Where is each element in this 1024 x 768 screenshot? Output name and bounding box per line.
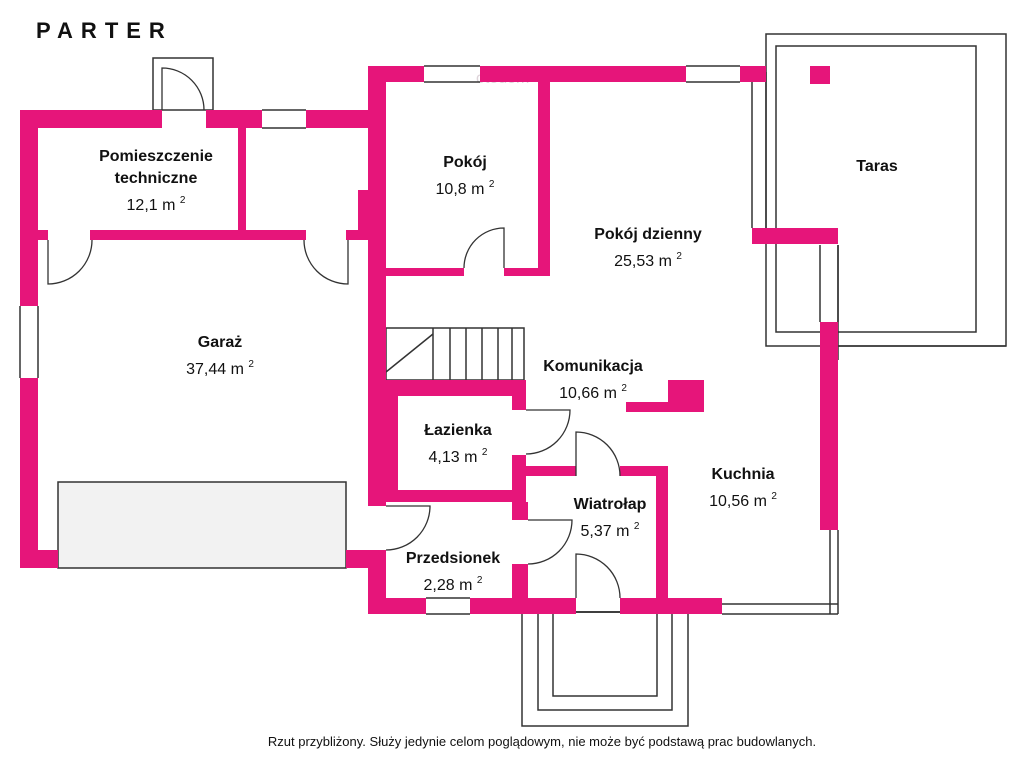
room-label-wiatrolap: Wiatrołap 5,37 m 2	[558, 494, 662, 543]
room-name: Przedsionek	[405, 550, 501, 567]
area-exponent: 2	[771, 491, 777, 502]
room-area: 5,37 m	[580, 523, 630, 540]
room-label-kuchnia: Kuchnia 10,56 m 2	[688, 464, 798, 513]
room-name: Komunikacja	[543, 358, 643, 375]
room-label-technical: Pomieszczenie techniczne 12,1 m 2	[86, 146, 226, 217]
lazienka-door	[525, 409, 571, 455]
tech-outer-door	[161, 67, 205, 111]
room-name: Taras	[856, 158, 898, 175]
room-area: 25,53 m	[614, 253, 672, 270]
room-label-pokoj-dzienny: Pokój dzienny 25,53 m 2	[578, 224, 718, 273]
wiatrolap-door-side	[527, 519, 573, 565]
przedsionek-door	[385, 505, 431, 551]
room-area: 37,44 m	[186, 361, 244, 378]
room-area: 10,56 m	[709, 493, 767, 510]
area-exponent: 2	[248, 359, 254, 370]
room-area: 10,8 m	[435, 181, 485, 198]
room-label-komunikacja: Komunikacja 10,66 m 2	[528, 356, 658, 405]
plan-lines	[19, 33, 1007, 727]
room-label-garaz: Garaż 37,44 m 2	[160, 332, 280, 381]
room-label-przedsionek: Przedsionek 2,28 m 2	[396, 548, 510, 597]
terrace-outline	[765, 33, 1007, 347]
door-swings	[47, 67, 621, 599]
room-name: Wiatrołap	[573, 496, 647, 513]
room-name: Łazienka	[424, 422, 492, 439]
area-exponent: 2	[488, 179, 495, 190]
room-name: Pokój dzienny	[594, 226, 702, 243]
pokoj-door	[463, 227, 505, 269]
room-area: 2,28 m	[423, 577, 473, 594]
room-name: Garaż	[197, 334, 243, 351]
room-name: Pokój	[443, 154, 487, 171]
area-exponent: 2	[476, 575, 483, 586]
area-exponent: 2	[633, 521, 640, 532]
area-exponent: 2	[179, 195, 186, 206]
room-area: 4,13 m	[428, 449, 478, 466]
area-exponent: 2	[481, 447, 488, 458]
garage-door-left	[47, 239, 93, 285]
room-label-lazienka: Łazienka 4,13 m 2	[410, 420, 506, 469]
area-exponent: 2	[676, 251, 682, 262]
room-area: 12,1 m	[126, 197, 176, 214]
garage-door-right	[303, 239, 349, 285]
stairs	[385, 327, 525, 381]
area-exponent: 2	[621, 383, 627, 394]
room-name: techniczne	[114, 170, 198, 187]
steps-inner	[552, 611, 658, 697]
walls	[20, 66, 838, 614]
terrace-inner-outline	[775, 45, 977, 333]
wiatrolap-door-top	[575, 431, 621, 477]
floor-title: PARTER	[36, 18, 173, 43]
room-name: Kuchnia	[711, 466, 775, 483]
room-name: Pomieszczenie	[99, 148, 213, 165]
room-area: 10,66 m	[559, 385, 617, 402]
steps-outer	[521, 611, 689, 727]
room-label-pokoj: Pokój 10,8 m 2	[410, 152, 520, 201]
garage-car-area	[57, 481, 347, 569]
footnote: Rzut przybliżony. Służy jedynie celom po…	[267, 734, 817, 749]
room-label-taras: Taras	[832, 156, 922, 178]
entrance-door	[575, 553, 621, 599]
